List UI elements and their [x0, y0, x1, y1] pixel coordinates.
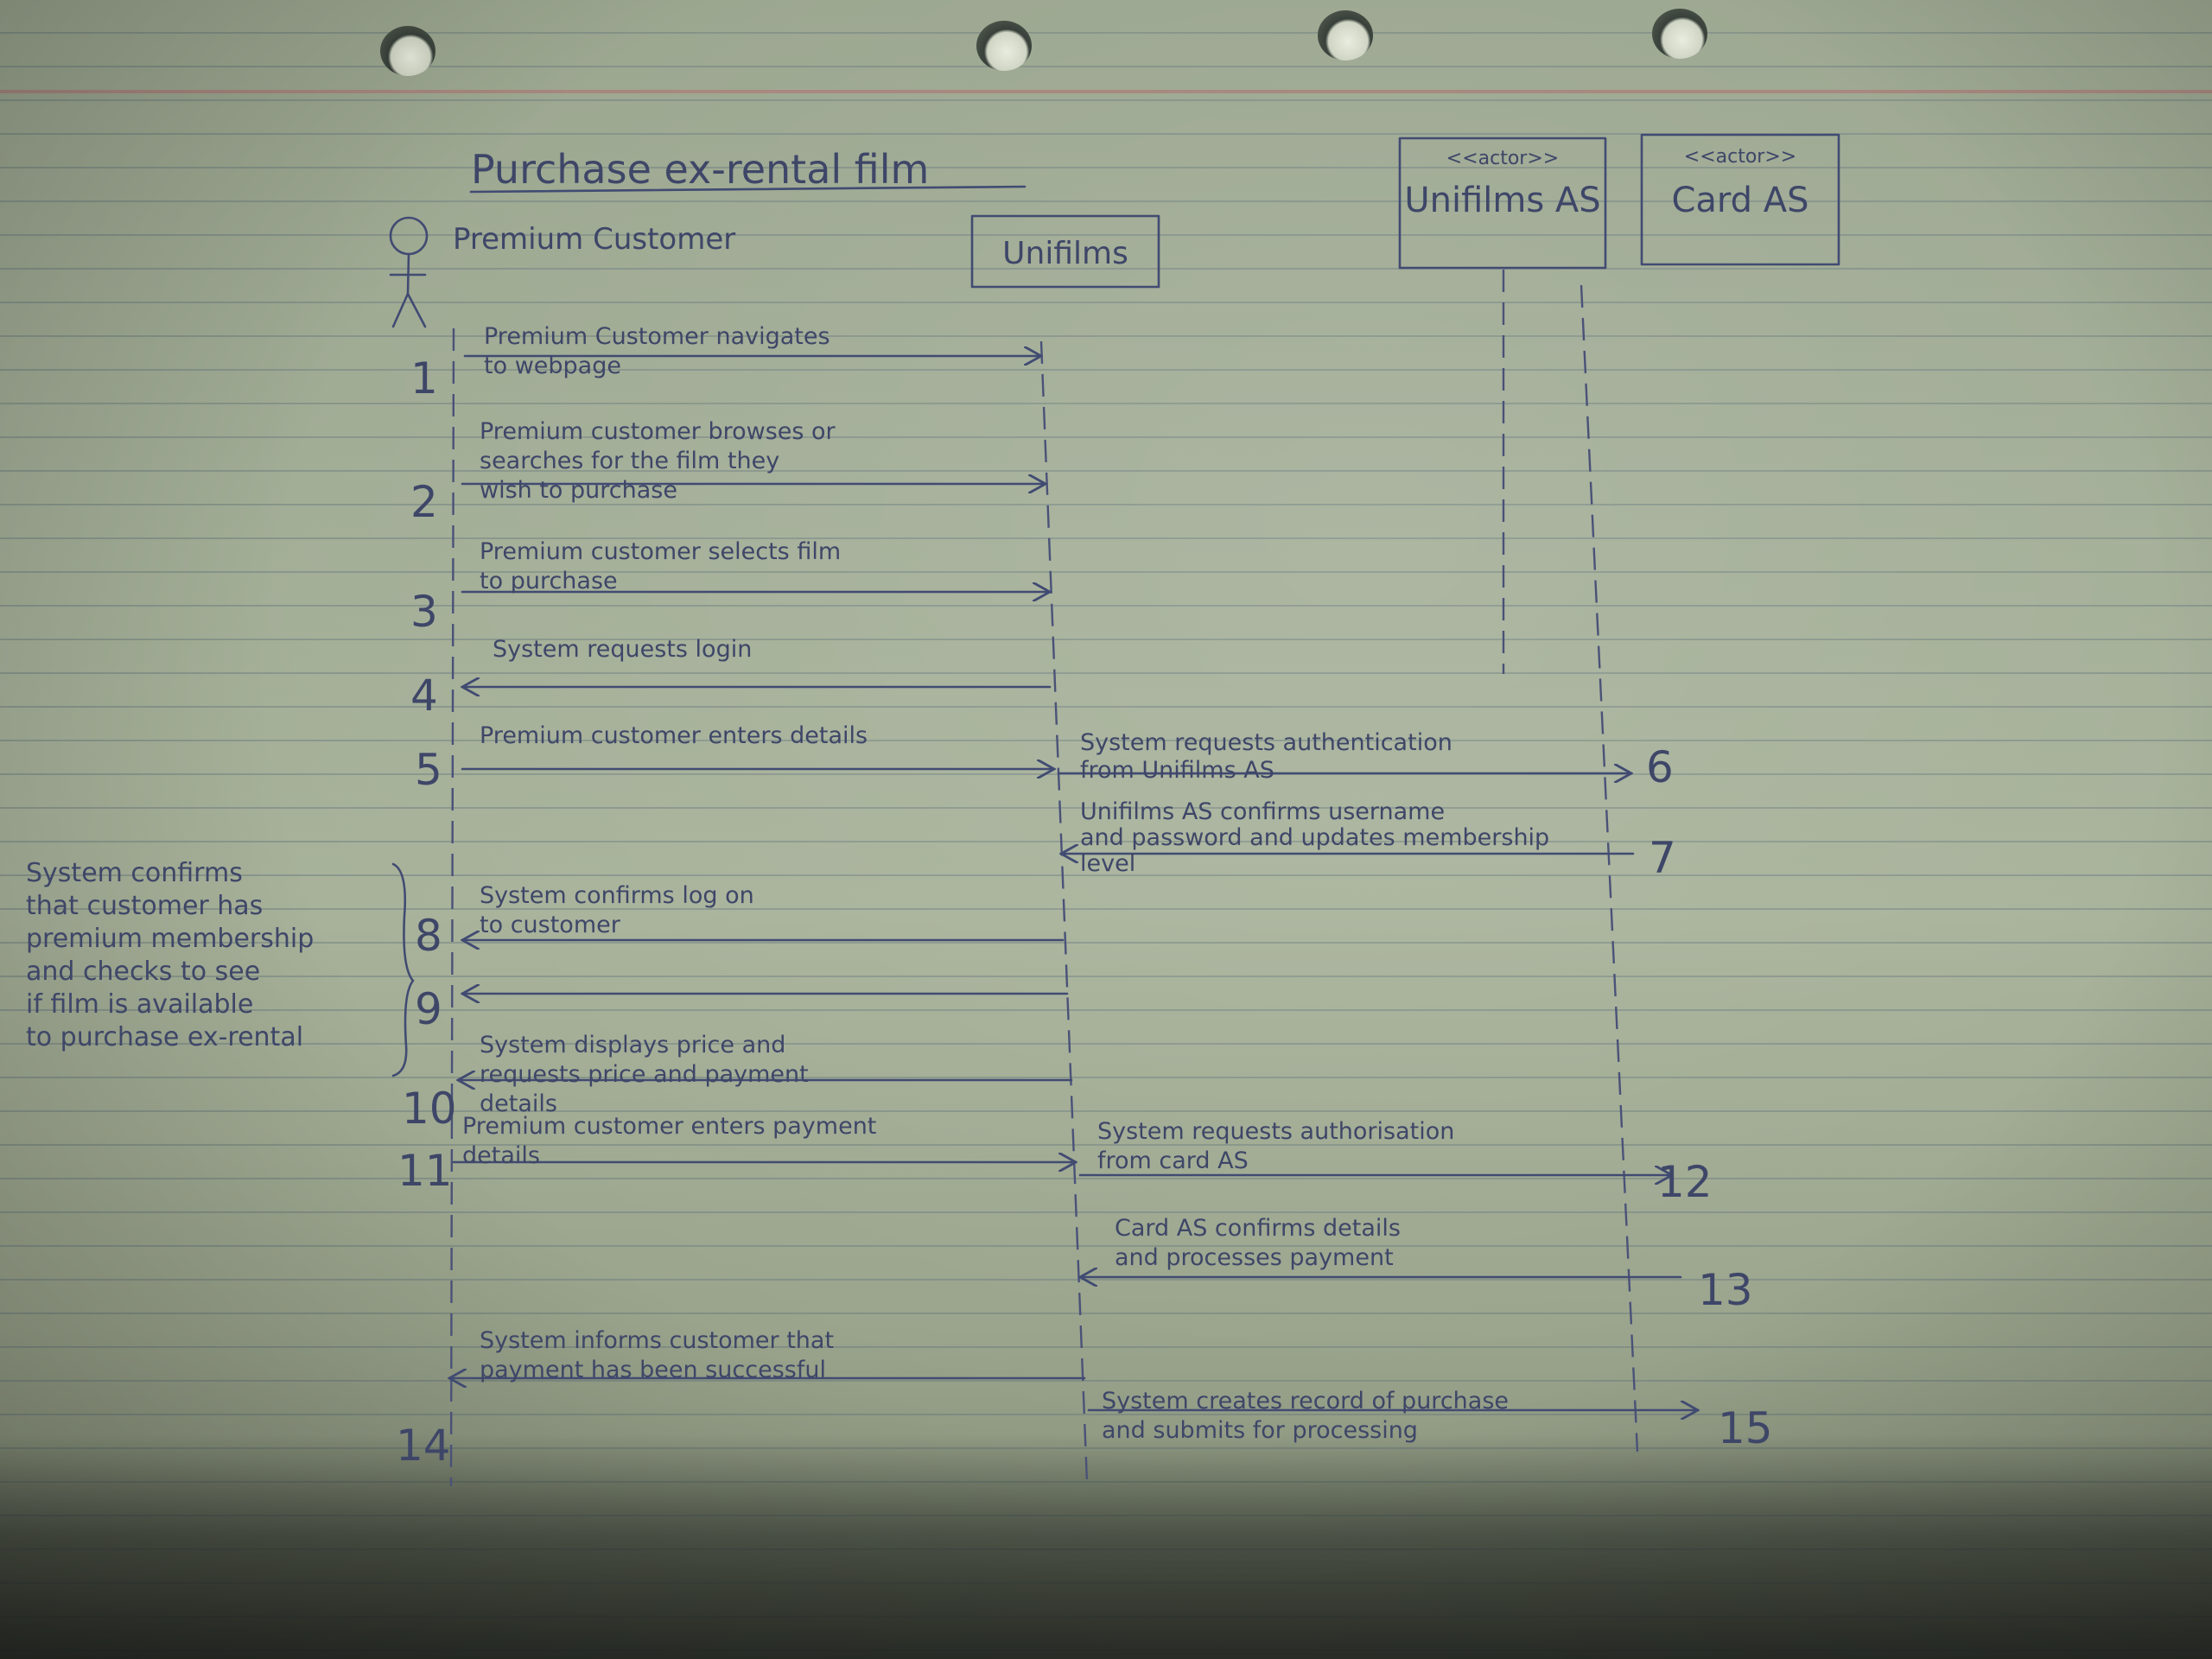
message-5: Premium customer enters details 5: [415, 722, 1054, 795]
message-text: System displays price and: [480, 1032, 785, 1058]
unifilms-as-stereotype: <<actor>>: [1446, 148, 1559, 169]
message-text: System creates record of purchase: [1102, 1388, 1509, 1414]
margin-line: [0, 90, 2212, 93]
step-number: 13: [1698, 1265, 1753, 1315]
unifilms-lifeline: [1039, 340, 1089, 1483]
punch-hole: [976, 21, 1032, 71]
message-text: System requests authorisation: [1097, 1118, 1454, 1145]
message-text: System requests authentication: [1080, 729, 1452, 756]
message-text: Premium customer enters details: [480, 722, 868, 749]
step-number: 3: [410, 587, 438, 637]
card-as-box: [1640, 133, 1840, 266]
unifilms-box: [970, 214, 1160, 289]
step-number: 5: [415, 745, 442, 795]
message-text: and password and updates membership: [1080, 824, 1549, 851]
message-text: to webpage: [484, 353, 621, 379]
step-number: 12: [1657, 1157, 1713, 1207]
step-number: 1: [410, 353, 438, 404]
card-as-label: Card AS: [1671, 181, 1808, 220]
card-as-lifeline: [1580, 284, 1639, 1452]
step-number: 14: [396, 1421, 451, 1471]
title-underline: [469, 185, 1027, 194]
message-15: System creates record of purchase and sub…: [1087, 1388, 1773, 1453]
message-text: requests price and payment: [480, 1061, 809, 1088]
customer-lifeline: [449, 327, 455, 1487]
note-bracket: [391, 862, 415, 1077]
note-text: and checks to see: [26, 957, 260, 987]
note-text: that customer has: [26, 891, 263, 921]
message-8: System confirms log on to customer 8: [415, 882, 1065, 961]
message-text: Premium customer selects film: [480, 538, 841, 565]
step-number: 6: [1646, 742, 1674, 792]
message-text: and processes payment: [1115, 1244, 1394, 1271]
message-text: Premium Customer navigates: [484, 323, 830, 350]
message-text: System informs customer that: [480, 1327, 834, 1354]
message-14: System informs customer that payment has …: [396, 1327, 1086, 1471]
message-2: Premium customer browses or searches for …: [410, 418, 1046, 527]
message-text: searches for the film they: [480, 448, 779, 474]
message-9: 9: [415, 984, 1069, 1034]
punch-hole: [1652, 9, 1707, 59]
unifilms-as-label: Unifilms AS: [1404, 181, 1600, 220]
step-number: 7: [1649, 833, 1676, 883]
step-number: 15: [1718, 1403, 1773, 1453]
message-1: Premium Customer navigates to webpage 1: [410, 323, 1041, 404]
note-text: if film is available: [26, 989, 253, 1020]
message-text: and submits for processing: [1102, 1417, 1418, 1444]
note-text: premium membership: [26, 924, 314, 954]
message-text: System requests login: [493, 636, 752, 663]
message-text: to customer: [480, 912, 621, 938]
actor-icon: [389, 216, 429, 328]
step-number: 2: [410, 477, 438, 527]
message-text: details: [480, 1090, 557, 1117]
message-text: from Unifilms AS: [1080, 757, 1274, 784]
diagram-title: Purchase ex-rental film: [471, 146, 929, 193]
message-3: Premium customer selects film to purchase…: [410, 538, 1050, 637]
unifilms-as-box: [1398, 137, 1607, 270]
step-number: 4: [410, 671, 438, 721]
step-number: 9: [415, 984, 442, 1034]
card-as-stereotype: <<actor>>: [1684, 146, 1796, 168]
customer-label: Premium Customer: [453, 222, 735, 257]
note-text: System confirms: [26, 858, 243, 888]
message-text: level: [1080, 850, 1135, 877]
page-shadow: [0, 1434, 2212, 1659]
message-text: to purchase: [480, 568, 618, 594]
message-text: Premium customer browses or: [480, 418, 836, 445]
message-text: payment has been successful: [480, 1357, 826, 1383]
punch-hole: [380, 26, 435, 76]
unifilms-label: Unifilms: [1002, 236, 1128, 271]
step-number: 10: [402, 1084, 457, 1134]
step-number: 11: [397, 1146, 453, 1196]
message-text: from card AS: [1097, 1147, 1249, 1174]
message-text: details: [462, 1142, 540, 1169]
message-text: Premium customer enters payment: [462, 1113, 876, 1140]
message-text: System confirms log on: [480, 882, 754, 909]
note-text: to purchase ex-rental: [26, 1022, 303, 1052]
message-text: wish to purchase: [480, 477, 677, 504]
message-4: System requests login 4: [410, 636, 1052, 721]
message-text: Card AS confirms details: [1115, 1215, 1401, 1242]
step-number: 8: [415, 911, 442, 961]
message-10: System displays price and requests price …: [402, 1032, 1073, 1134]
punch-hole: [1318, 10, 1373, 60]
message-text: Unifilms AS confirms username: [1080, 798, 1445, 825]
